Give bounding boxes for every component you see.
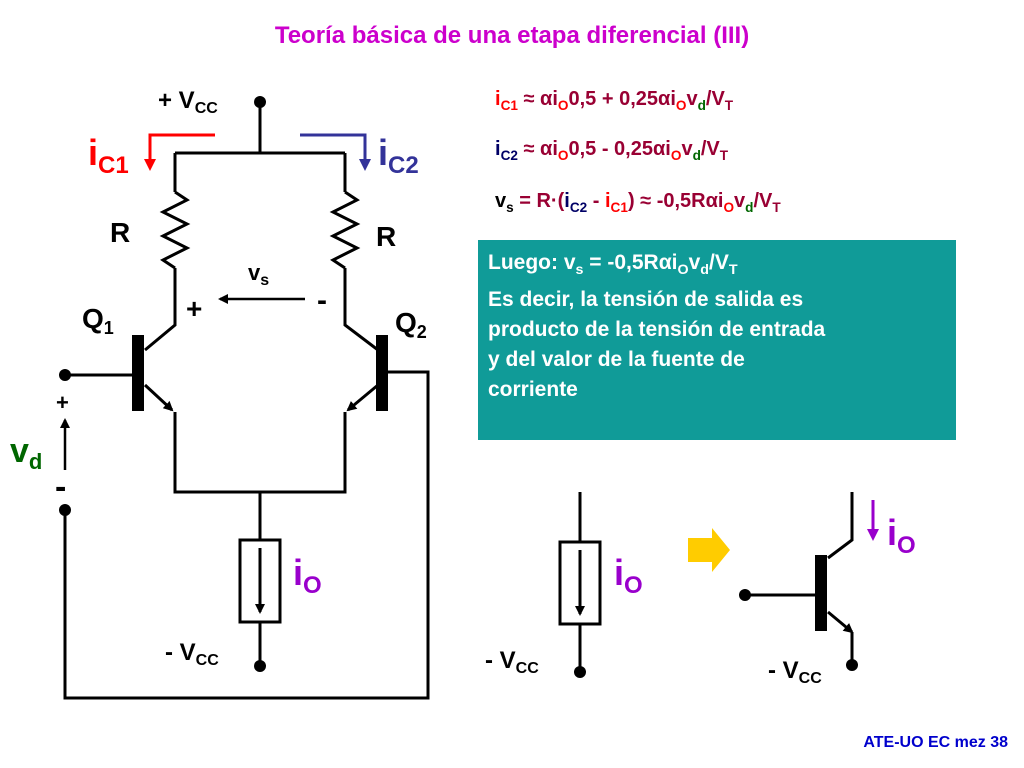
eq-ic2-sub: C2 <box>500 148 518 163</box>
eq-vs-ic2: i <box>564 190 570 212</box>
box-mid: = -0,5R <box>583 251 659 274</box>
eq-ic1-symbol: i <box>495 88 501 110</box>
box-line-5: corriente <box>488 378 578 402</box>
eq-ic2-alpha: α <box>540 138 553 160</box>
vcc-small-label: - VCC <box>485 647 539 677</box>
eq-vs-minus: - <box>587 190 605 212</box>
vs-minus: - <box>317 284 327 317</box>
equation-ic1: iC1 ≈ αiO0,5 + 0,25αiOvd/VT <box>495 88 733 113</box>
ic2-arrow <box>300 133 371 171</box>
io-label-small: iO <box>614 552 643 599</box>
eq-vs-eq: = R·( <box>513 190 565 212</box>
eq-ic1-approx: ≈ <box>517 88 541 110</box>
eq-vs-ic1-sub: C1 <box>610 200 628 215</box>
box-tail: /V <box>709 251 729 274</box>
eq-vs-alpha: α <box>705 190 718 212</box>
q1-base-bar <box>132 335 144 411</box>
footer-credit: ATE-UO EC mez 38 <box>863 734 1008 751</box>
vcc-transistor-label: - VCC <box>768 657 822 687</box>
wires <box>63 102 854 700</box>
current-source-main <box>238 538 282 624</box>
eq-vs-io-sub: O <box>723 200 735 215</box>
eq-ic1-tail: /V <box>705 88 725 110</box>
eq-ic2-vsub: d <box>692 148 701 163</box>
eq-vs-ic2-sub: C2 <box>569 200 588 215</box>
q2-label: Q2 <box>395 307 427 342</box>
box-vd: v <box>688 251 701 274</box>
vd-plus: + <box>56 390 69 415</box>
eq-ic2-io-sub: O <box>557 148 569 163</box>
eq-ic2-io2-sub: O <box>670 148 682 163</box>
box-io-sub: O <box>677 262 689 279</box>
eq-ic2-tail: /V <box>700 138 720 160</box>
eq-ic1-v: v <box>686 88 698 110</box>
eq-ic2-io2: i <box>665 138 671 160</box>
eq-ic2-v: v <box>681 138 693 160</box>
eq-vs-sub: s <box>506 200 514 215</box>
terminals <box>59 96 858 678</box>
io-label-transistor: iO <box>887 512 916 559</box>
eq-ic2-tsub: T <box>719 148 729 163</box>
equation-vs: vs = R·(iC2 - iC1) ≈ -0,5RαiOvd/VT <box>495 190 781 215</box>
eq-ic1-sub: C1 <box>500 98 518 113</box>
box-io: i <box>671 251 678 274</box>
box-vd-sub: d <box>700 262 710 279</box>
vs-plus: + <box>186 293 202 324</box>
box-line-1: Luego: vs = -0,5RαiOvd/VT <box>488 248 946 285</box>
conclusion-box: Luego: vs = -0,5RαiOvd/VT Es decir, la t… <box>478 240 956 440</box>
eq-ic1-io2-sub: O <box>675 98 687 113</box>
box-line-4: y del valor de la fuente de <box>488 348 745 372</box>
equation-ic2: iC2 ≈ αiO0,5 - 0,25αiOvd/VT <box>495 138 728 163</box>
eq-vs-symbol: v <box>495 190 507 212</box>
q2-base-bar <box>376 335 388 411</box>
ic1-label: iC1 <box>88 132 129 179</box>
eq-ic2-alpha2: α <box>653 138 666 160</box>
vs-label: vs <box>248 260 269 289</box>
eq-ic1-tsub: T <box>724 98 734 113</box>
eq-vs-vd-sub: d <box>745 200 754 215</box>
box-line-3: producto de la tensión de entrada <box>488 318 826 342</box>
vcc-top-label: + VCC <box>158 87 218 117</box>
implies-arrow-icon <box>688 528 730 572</box>
resistor-left-label: R <box>110 217 130 248</box>
current-source-small <box>558 540 602 626</box>
equiv-transistor-bar <box>815 555 827 631</box>
eq-ic1-alpha: α <box>540 88 553 110</box>
resistor-right-label: R <box>376 221 396 252</box>
eq-vs-io: i <box>717 190 724 212</box>
eq-vs-vd: v <box>734 190 746 212</box>
ic1-arrow <box>144 133 215 171</box>
eq-vs-close: ) ≈ -0,5R <box>627 190 706 212</box>
eq-ic2-symbol: i <box>495 138 501 160</box>
eq-ic2-approx: ≈ <box>517 138 541 160</box>
page-title: Teoría básica de una etapa diferencial (… <box>274 22 750 49</box>
eq-ic2-mid: 0,5 - 0,25 <box>568 138 653 160</box>
box-line-2: Es decir, la tensión de salida es <box>488 288 804 312</box>
box-tsub: T <box>728 262 738 279</box>
io-label-main: iO <box>293 552 322 599</box>
eq-ic1-alpha2: α <box>658 88 671 110</box>
box-luego: Luego: v <box>488 251 576 274</box>
box-vs-sub: s <box>575 262 584 279</box>
eq-vs-tail: /V <box>753 190 773 212</box>
box-alpha: α <box>658 251 672 274</box>
eq-ic1-vsub: d <box>697 98 706 113</box>
eq-ic1-io2: i <box>670 88 676 110</box>
vcc-bottom-label: - VCC <box>165 639 219 669</box>
eq-ic1-io-sub: O <box>557 98 569 113</box>
q1-label: Q1 <box>82 303 114 338</box>
eq-ic2-io: i <box>552 138 558 160</box>
eq-ic1-mid: 0,5 + 0,25 <box>568 88 659 110</box>
eq-vs-ic1: i <box>604 190 611 212</box>
vd-minus: - <box>55 468 66 506</box>
eq-vs-tsub: T <box>772 200 781 215</box>
vd-label: vd <box>10 432 42 474</box>
ic2-label: iC2 <box>378 132 419 179</box>
eq-ic1-io: i <box>552 88 558 110</box>
